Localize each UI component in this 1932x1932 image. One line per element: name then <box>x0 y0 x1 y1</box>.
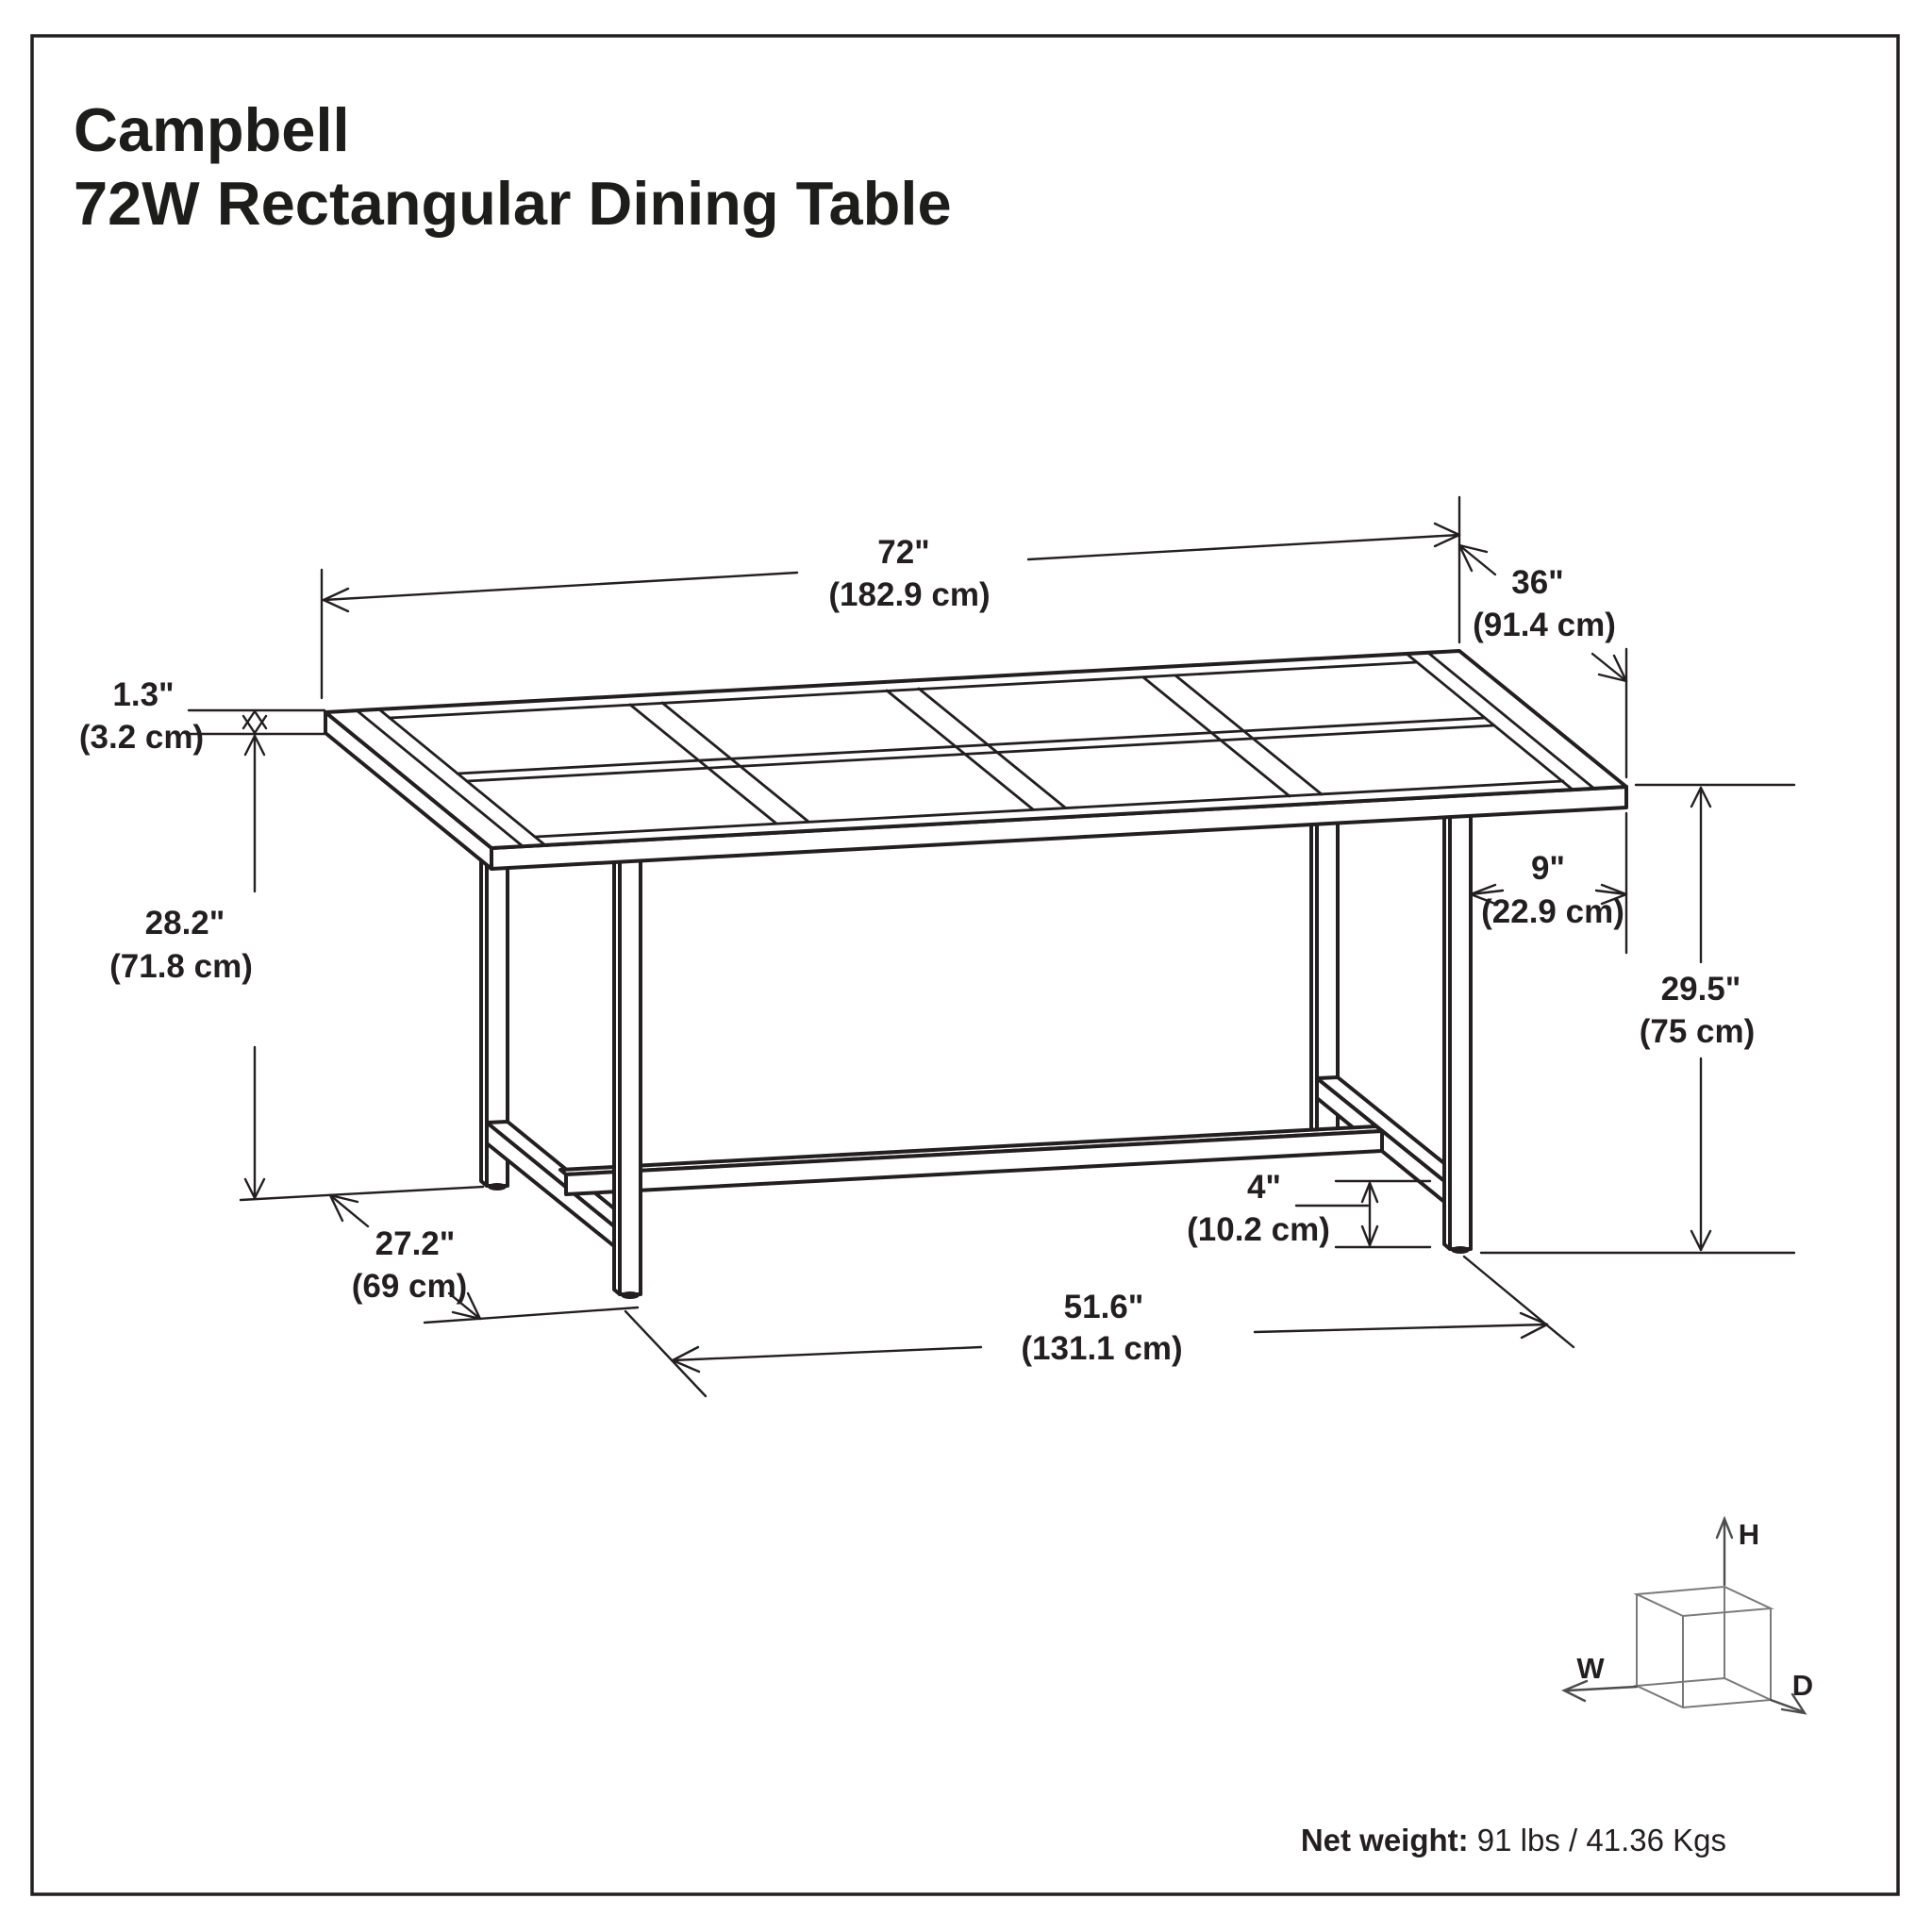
dim-width-in: 72" <box>877 534 930 571</box>
dim-top-thickness: 1.3" (3.2 cm) <box>79 676 326 756</box>
dim-top-overhang-in: 9" <box>1531 850 1565 887</box>
dim-base-depth-in: 27.2" <box>375 1225 456 1262</box>
cube-width-label: W <box>1576 1652 1605 1685</box>
dim-top-thickness-in: 1.3" <box>112 676 174 713</box>
dim-stretcher-clearance-cm: (10.2 cm) <box>1187 1211 1330 1248</box>
dim-width-cm: (182.9 cm) <box>828 576 990 613</box>
dim-overall-height: 29.5" (75 cm) <box>1479 783 1796 1255</box>
dim-leg-spacing: 51.6" (131.1 cm) <box>624 1255 1575 1398</box>
dim-width: 72" (182.9 cm) <box>320 495 1461 700</box>
dim-underside-clearance: 28.2" (71.8 cm) <box>109 734 485 1202</box>
dim-leg-spacing-in: 51.6" <box>1064 1289 1144 1325</box>
dim-base-depth-cm: (69 cm) <box>352 1268 468 1305</box>
dim-leg-spacing-cm: (131.1 cm) <box>1021 1330 1182 1367</box>
table-top <box>324 649 1628 871</box>
table-long-stretcher <box>558 1124 1384 1196</box>
dim-top-thickness-cm: (3.2 cm) <box>79 719 204 756</box>
dim-overall-height-cm: (75 cm) <box>1640 1013 1756 1050</box>
dim-underside-clearance-cm: (71.8 cm) <box>109 948 253 985</box>
table-front-legs <box>612 801 1473 1299</box>
net-weight-value: 91 lbs / 41.36 Kgs <box>1469 1823 1726 1857</box>
dim-depth-cm: (91.4 cm) <box>1473 607 1616 643</box>
dim-top-overhang-cm: (22.9 cm) <box>1481 893 1624 930</box>
width-axis-icon <box>1561 1679 1639 1703</box>
page-border <box>30 34 1900 1896</box>
depth-axis-icon <box>1769 1692 1807 1715</box>
dim-top-overhang: 9" (22.9 cm) <box>1469 811 1628 955</box>
product-title-line1: Campbell <box>74 95 350 164</box>
table-end-stretchers <box>485 1075 1467 1248</box>
dim-stretcher-clearance: 4" (10.2 cm) <box>1187 1169 1432 1249</box>
product-title-line2: 72W Rectangular Dining Table <box>74 169 952 238</box>
dim-overall-height-in: 29.5" <box>1661 971 1741 1008</box>
height-axis-icon <box>1715 1515 1734 1587</box>
net-weight: Net weight: 91 lbs / 41.36 Kgs <box>1301 1823 1726 1857</box>
table-drawing <box>324 649 1628 1299</box>
cube-height-label: H <box>1739 1518 1759 1551</box>
cube-depth-label: D <box>1792 1669 1813 1702</box>
dim-depth-in: 36" <box>1511 564 1564 601</box>
orientation-cube: H W D <box>1561 1515 1813 1715</box>
dim-stretcher-clearance-in: 4" <box>1247 1169 1281 1206</box>
net-weight-label: Net weight: <box>1301 1823 1469 1857</box>
dim-depth: 36" (91.4 cm) <box>1457 543 1628 779</box>
dim-underside-clearance-in: 28.2" <box>145 905 225 941</box>
dim-base-depth: 27.2" (69 cm) <box>328 1193 640 1324</box>
